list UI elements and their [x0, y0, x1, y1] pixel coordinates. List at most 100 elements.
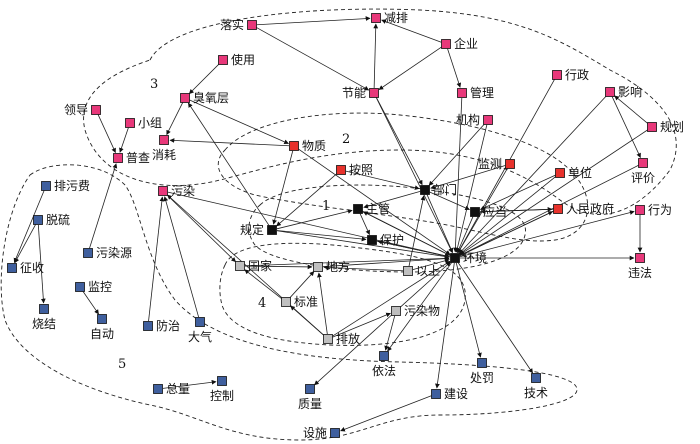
node-anzhao[interactable] [336, 165, 346, 175]
edge-jieneng-huanjing [375, 97, 453, 254]
node-label-xingzheng: 行政 [565, 68, 589, 82]
node-jieneng[interactable] [369, 88, 379, 98]
edge-wuranwu-zhiliang [314, 314, 393, 386]
node-yishang[interactable] [403, 266, 413, 276]
node-label-baohu: 保护 [380, 233, 404, 247]
edge-danwei-yingdang [480, 174, 556, 210]
edge-xiaozu-puchai [119, 127, 129, 153]
node-label-daqi: 大气 [188, 329, 212, 344]
node-zongliang[interactable] [153, 384, 163, 394]
edge-luoshi-jianpai [256, 16, 371, 26]
edge-wuzhi-guiding [272, 150, 294, 225]
edge-guiding-huanjing [276, 230, 450, 259]
node-guihua[interactable] [647, 122, 657, 132]
node-jishu[interactable] [531, 373, 541, 383]
node-jiankong[interactable] [75, 282, 85, 292]
node-guiding[interactable] [267, 225, 277, 235]
node-label-shiyong: 使用 [231, 52, 255, 67]
node-pingjia[interactable] [638, 158, 648, 168]
node-label-zhuguan: 主管 [366, 201, 390, 216]
cluster-number-3: 3 [150, 77, 158, 92]
node-zhuguan[interactable] [353, 204, 363, 214]
node-zhengshou[interactable] [7, 263, 17, 273]
node-wuranyuan[interactable] [83, 248, 93, 258]
node-label-chouyang: 臭氧层 [193, 90, 229, 105]
node-label-bumen: 部门 [433, 182, 457, 197]
edge-guojia-difang [244, 264, 313, 270]
node-label-tuoliu: 脱硫 [46, 212, 70, 227]
edge-zongliang-kongzhi [162, 379, 217, 389]
node-jianpai[interactable] [371, 13, 381, 23]
node-puchai[interactable] [113, 153, 123, 163]
edge-qiye-jianpai [381, 19, 442, 43]
edge-jiance-bumen [430, 165, 506, 190]
edge-guojia-huanjing [244, 255, 450, 267]
node-danwei[interactable] [555, 168, 565, 178]
node-bumen[interactable] [420, 185, 430, 195]
node-weifa[interactable] [635, 253, 645, 263]
node-label-yifa: 依法 [372, 363, 396, 378]
node-yifa[interactable] [379, 351, 389, 361]
node-lingdao[interactable] [91, 105, 101, 115]
cluster-number-2: 2 [342, 132, 350, 147]
node-baohu[interactable] [367, 235, 377, 245]
node-yingxiang[interactable] [605, 87, 615, 97]
edge-yishang-bumen [408, 195, 426, 267]
node-wuzhi[interactable] [289, 141, 299, 151]
edge-yingxiang-huanjing [458, 95, 607, 254]
node-jianshe[interactable] [431, 389, 441, 399]
cluster-5-hull [0, 164, 578, 441]
node-jiance[interactable] [505, 159, 515, 169]
edge-huanjing-renmin [459, 211, 554, 257]
node-qiye[interactable] [441, 39, 451, 49]
node-fangzhi[interactable] [143, 321, 153, 331]
node-biaozhun[interactable] [281, 297, 291, 307]
edge-wuzhi-huanjing [297, 148, 451, 255]
node-huanjing[interactable] [450, 253, 460, 263]
edge-wuranwu-huanjing [399, 261, 451, 308]
node-label-lingdao: 领导 [64, 103, 88, 117]
node-label-guiding: 规定 [240, 222, 264, 237]
node-paifang[interactable] [323, 334, 333, 344]
node-label-qiye: 企业 [454, 36, 478, 51]
node-shiyong[interactable] [218, 55, 228, 65]
node-xiaohao[interactable] [159, 135, 169, 145]
node-tuoliu[interactable] [33, 215, 43, 225]
node-sheshi[interactable] [330, 428, 340, 438]
node-paiwufei[interactable] [41, 181, 51, 191]
node-xiaozu[interactable] [125, 118, 135, 128]
node-renmin[interactable] [553, 204, 563, 214]
node-label-jigou: 机构 [456, 112, 480, 127]
node-zhiliang[interactable] [305, 384, 315, 394]
edge-huanjing-baohu [377, 239, 451, 258]
node-label-renmin: 人民政府 [566, 201, 614, 216]
node-kongzhi[interactable] [217, 376, 227, 386]
node-guojia[interactable] [235, 261, 245, 271]
node-xingwei[interactable] [635, 205, 645, 215]
node-label-guanli: 管理 [470, 85, 494, 100]
node-chufa[interactable] [477, 358, 487, 368]
node-xingzheng[interactable] [552, 70, 562, 80]
edge-guanli-huanjing [453, 97, 463, 253]
node-label-wuranyuan: 污染源 [96, 245, 132, 260]
node-jigou[interactable] [483, 115, 493, 125]
edge-danwei-huanjing [459, 175, 557, 255]
edge-wuzhi-xiaohao [169, 138, 290, 147]
node-shaojie[interactable] [39, 304, 49, 314]
node-wuranwu[interactable] [391, 306, 401, 316]
node-label-pingjia: 评价 [631, 171, 655, 185]
edge-paifang-wuranwu [332, 312, 391, 338]
node-difang[interactable] [313, 262, 323, 272]
node-wuran[interactable] [158, 186, 168, 196]
edge-guihua-yingxiang [614, 95, 649, 125]
node-luoshi[interactable] [247, 20, 257, 30]
node-daqi[interactable] [195, 317, 205, 327]
node-zidong[interactable] [97, 314, 107, 324]
node-guanli[interactable] [457, 88, 467, 98]
node-chouyang[interactable] [180, 93, 190, 103]
edge-huanjing-xingwei [459, 210, 635, 258]
edge-paiwufei-zhengshou [13, 190, 45, 263]
edge-difang-huanjing [322, 256, 450, 268]
node-yingdang[interactable] [470, 207, 480, 217]
